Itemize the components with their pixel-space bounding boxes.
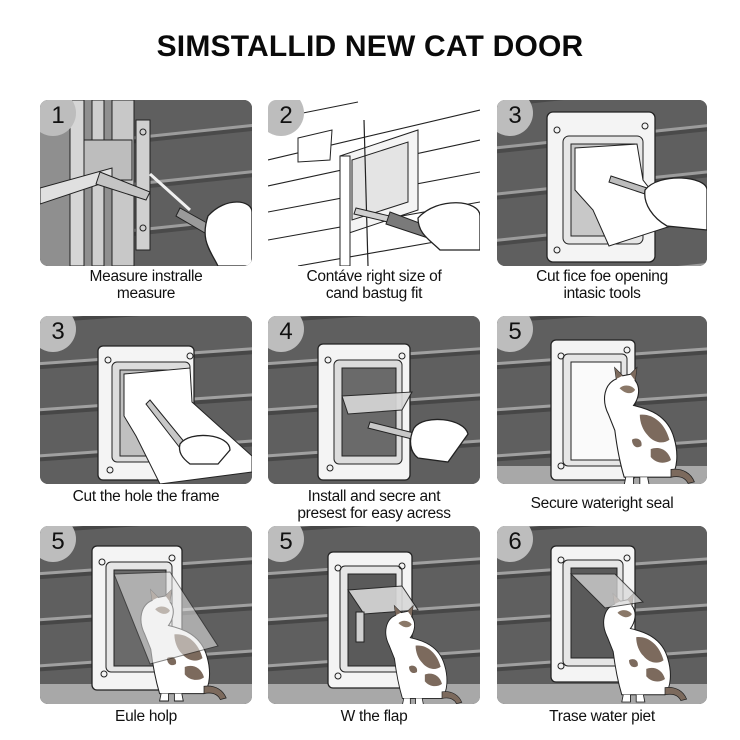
caption-line-1: Cut the hole the frame	[72, 488, 220, 505]
caption-line-2: cand bastug fit	[325, 285, 423, 302]
marking-template-illustration	[497, 100, 707, 266]
step-1-illustration: 1	[40, 100, 252, 266]
line-drawing-cutting-illustration	[268, 100, 480, 266]
cat-pushing-flap-illustration	[40, 526, 252, 704]
cat-under-flap-illustration	[268, 526, 480, 704]
step-4-caption: Cut the hole the frame	[40, 488, 252, 505]
caption-line-2: intasic tools	[563, 285, 641, 302]
caption-line-2: measure	[116, 285, 176, 302]
caption-line-1: Eule holp	[115, 708, 177, 725]
step-7-illustration: 5	[40, 526, 252, 704]
step-2-caption: Contáve right size of cand bastug fit	[268, 268, 480, 302]
step-6-illustration: 5	[497, 316, 707, 484]
tracing-template-illustration	[40, 316, 252, 484]
step-5-caption: Install and secre ant presest for easy a…	[268, 488, 480, 522]
caption-line-1: Cut fice foe opening	[536, 268, 668, 285]
step-number-badge: 5	[268, 526, 304, 562]
caption-line-1: Trase water piet	[549, 708, 655, 725]
step-5-illustration: 4	[268, 316, 480, 484]
cat-at-sealed-door-illustration	[497, 316, 707, 484]
caption-line-2: presest for easy acress	[297, 505, 451, 522]
step-9-caption: Trase water piet	[497, 708, 707, 725]
caption-line-1: Contáve right size of	[306, 268, 442, 285]
step-1-caption: Measure instralle measure	[40, 268, 252, 302]
cat-head-in-flap-illustration	[497, 526, 707, 704]
caption-line-1: Measure instralle	[89, 268, 203, 285]
installing-flap-illustration	[268, 316, 480, 484]
step-number-badge: 5	[40, 526, 76, 562]
step-7-caption: Eule holp	[40, 708, 252, 725]
step-8-illustration: 5	[268, 526, 480, 704]
step-2-illustration: 2	[268, 100, 480, 266]
step-4-illustration: 3	[40, 316, 252, 484]
step-number-badge: 1	[40, 100, 76, 136]
step-3-caption: Cut fice foe opening intasic tools	[497, 268, 707, 302]
caption-line-1: Secure wateright seal	[530, 495, 674, 512]
measuring-frame-illustration	[40, 100, 252, 266]
step-6-caption: Secure wateright seal	[497, 495, 707, 512]
caption-line-1: W the flap	[340, 708, 408, 725]
step-3-illustration: 3	[497, 100, 707, 266]
step-9-illustration: 6	[497, 526, 707, 704]
step-8-caption: W the flap	[268, 708, 480, 725]
page-title: SIMSTALLID NEW CAT DOOR	[156, 30, 584, 63]
caption-line-1: Install and secre ant	[307, 488, 441, 505]
